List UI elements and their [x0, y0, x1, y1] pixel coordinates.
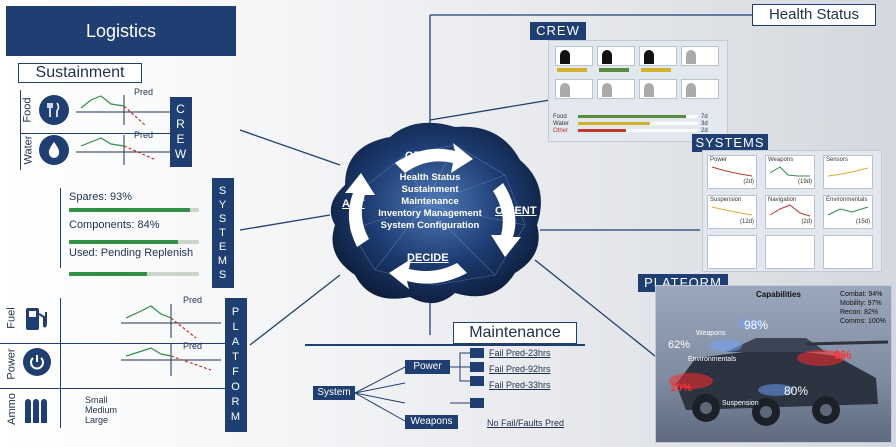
ooda-act: ACT [342, 198, 365, 210]
crew-card [639, 46, 677, 66]
environmentals-percent: 62% [668, 339, 691, 351]
red-zero-percent: 0% [834, 348, 852, 362]
pred-node-4 [470, 398, 484, 408]
suspension-callout: Suspension [722, 400, 759, 407]
platform-left-panel: Fuel Power Ammo Pred Pred Small Medium L… [6, 295, 225, 428]
pred-node-1 [470, 348, 484, 358]
system-card-sensors: Sensors [823, 155, 873, 189]
platform-divider-2 [0, 388, 225, 389]
systems-panel-title: SYSTEMS [692, 134, 768, 152]
ooda-observe: OBSERVE [405, 150, 459, 162]
system-card-weapons: Weapons(19d) [765, 155, 815, 189]
fuel-icon [21, 303, 51, 333]
ooda-decide: DECIDE [407, 252, 449, 264]
left-percent: 10% [670, 382, 693, 394]
food-icon [39, 95, 69, 125]
crew-card [597, 79, 635, 99]
sustainment-title: Sustainment [18, 63, 142, 83]
crew-card [555, 79, 593, 99]
crew-panel-title: CREW [530, 22, 586, 40]
crew-card [681, 46, 719, 66]
system-node: System [313, 386, 355, 400]
system-card-empty [707, 235, 757, 269]
system-card-empty [765, 235, 815, 269]
capabilities-list: Combat: 94% Mobility: 97% Recon: 82% Com… [840, 291, 886, 325]
crew-status-bar [599, 68, 629, 72]
spares-bar [69, 208, 199, 212]
ooda-orient: ORIENT [495, 205, 537, 217]
fuel-pred-label: Pred [183, 295, 203, 305]
platform-trend-charts [121, 304, 221, 376]
maintenance-rule [305, 344, 585, 346]
platform-divider-1 [0, 343, 225, 344]
logistics-title: Logistics [6, 6, 236, 56]
water-icon [39, 135, 69, 165]
platform-panel: Capabilities Combat: 94% Mobility: 97% R… [655, 285, 892, 443]
environmentals-callout: Environmentals [688, 356, 737, 363]
weapons-node: Weapons [405, 415, 458, 429]
crew-status-bar [557, 68, 587, 72]
components-bar [69, 240, 199, 244]
fail-pred-1: Fail Pred-23hrs [489, 348, 551, 358]
pred-node-2 [470, 362, 484, 372]
food-pred-label: Pred [134, 87, 154, 97]
system-card-empty [823, 235, 873, 269]
health-status-title: Health Status [752, 4, 876, 26]
spares-label: Spares: 93% [69, 191, 132, 203]
maintenance-title: Maintenance [453, 322, 577, 344]
systems-spares-panel: Spares: 93% Components: 84% Used: Pendin… [60, 188, 210, 276]
ammo-icon [21, 393, 51, 423]
used-label: Used: Pending Replenish [69, 247, 194, 259]
power-label: Power [6, 348, 18, 380]
capabilities-title: Capabilities [756, 290, 801, 299]
pred-node-3 [470, 376, 484, 386]
sustainment-trend-charts [76, 95, 171, 165]
crew-card [597, 46, 635, 66]
power-node: Power [405, 360, 450, 374]
weapons-percent: 98% [744, 318, 769, 332]
water-pred-label: Pred [134, 130, 154, 140]
fuel-label: Fuel [6, 307, 18, 329]
system-card-environmentals: Environmentals(15d) [823, 195, 873, 229]
weapons-callout: Weapons [696, 330, 726, 337]
used-bar [69, 272, 199, 276]
no-fail-pred: No Fail/Faults Pred [487, 418, 565, 428]
water-label: Water [22, 135, 34, 165]
crew-card [681, 79, 719, 99]
fail-pred-3: Fail Pred-33hrs [489, 380, 551, 390]
crew-card [639, 79, 677, 99]
sustainment-panel: Food Water Pred Pred [20, 87, 171, 170]
fail-pred-2: Fail Pred-92hrs [489, 364, 551, 374]
system-card-navigation: Navigation(2d) [765, 195, 815, 229]
ammo-label: Ammo [6, 393, 18, 425]
system-card-power: Power(2d) [707, 155, 757, 189]
ooda-center-text: Health Status Sustainment Maintenance In… [378, 172, 482, 231]
food-label: Food [22, 97, 35, 123]
ammo-sizes: Small Medium Large [85, 395, 118, 425]
crew-card [555, 46, 593, 66]
vehicle-image [669, 319, 889, 426]
brain-ooda-graphic [330, 122, 541, 304]
components-label: Components: 84% [69, 219, 160, 231]
sustainment-divider [20, 133, 170, 134]
crew-status-bar [641, 68, 671, 72]
maintenance-tree [354, 352, 470, 422]
suspension-percent: 80% [784, 384, 809, 398]
systems-panel: Power(2d) Weapons(19d) Sensors Suspensio… [702, 150, 882, 272]
system-card-suspension: Suspension(12d) [707, 195, 757, 229]
power-icon [23, 348, 51, 376]
power-pred-label: Pred [183, 341, 203, 351]
